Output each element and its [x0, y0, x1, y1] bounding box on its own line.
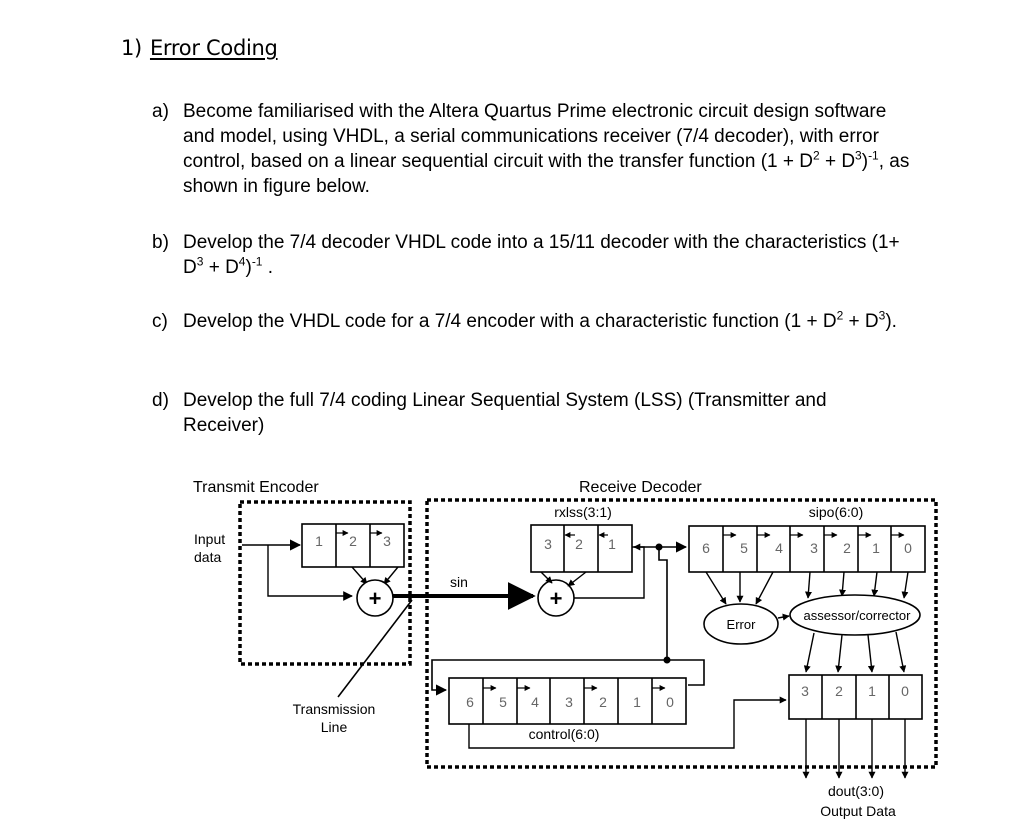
superscript: 3 [855, 148, 862, 163]
encoder-cell: 3 [383, 533, 391, 549]
encoder-register: 1 2 3 [301, 523, 405, 568]
text-run: Develop the 7/4 decoder VHDL code into a… [183, 232, 900, 278]
item-label: a) [152, 101, 169, 122]
sipo-cell: 3 [810, 540, 818, 556]
item-label: d) [152, 390, 169, 411]
item-text: Develop the VHDL code for a 7/4 encoder … [183, 309, 912, 334]
control-cell: 1 [633, 694, 641, 710]
section-heading: 1) Error Coding [121, 36, 278, 60]
receive-decoder-label: Receive Decoder [579, 479, 702, 496]
assessor-corrector-label: assessor/corrector [804, 608, 912, 623]
encoder-cell: 2 [349, 533, 357, 549]
text-run: Develop the VHDL code for a 7/4 encoder … [183, 311, 837, 332]
superscript: 2 [812, 148, 820, 163]
text-run: + D [819, 151, 856, 172]
rxlss-register: 3 2 1 [530, 524, 633, 573]
item-text: Become familiarised with the Altera Quar… [183, 99, 912, 199]
decoder-adder-plus: + [550, 586, 563, 611]
item-text: Develop the 7/4 decoder VHDL code into a… [183, 230, 912, 280]
item-label: b) [152, 232, 169, 253]
assessor-corrector-block [789, 594, 921, 636]
superscript: -1 [251, 254, 263, 269]
dout-cell: 1 [868, 683, 876, 699]
sin-label: sin [450, 574, 468, 590]
encoder-cell: 1 [315, 533, 323, 549]
input-data-label: Input [194, 531, 225, 547]
text-run: ) [861, 151, 869, 172]
dout-cell: 2 [835, 683, 843, 699]
sipo-cell: 5 [740, 540, 748, 556]
error-block [703, 603, 779, 645]
control-cell: 6 [466, 694, 474, 710]
rxlss-cell: 2 [575, 536, 583, 552]
error-label: Error [727, 617, 757, 632]
control-cell: 2 [599, 694, 607, 710]
superscript: 4 [238, 254, 246, 269]
dout-cell: 0 [901, 683, 909, 699]
list-item-b: b) Develop the 7/4 decoder VHDL code int… [152, 230, 912, 280]
sipo-cell: 4 [775, 540, 783, 556]
text-run: ) [245, 257, 252, 278]
sipo-cell: 2 [843, 540, 851, 556]
output-data-label: Output Data [820, 803, 896, 819]
superscript: 3 [196, 254, 204, 269]
text-run: + D [843, 311, 879, 332]
decoder-boundary [425, 498, 938, 769]
control-label: control(6:0) [529, 726, 600, 742]
encoder-boundary [238, 500, 412, 666]
control-cell: 0 [666, 694, 674, 710]
list-item-c: c) Develop the VHDL code for a 7/4 encod… [152, 309, 912, 334]
sipo-cell: 6 [702, 540, 710, 556]
text-run: ). [885, 311, 897, 332]
control-cell: 5 [499, 694, 507, 710]
transmission-line-label: Transmission [293, 701, 376, 717]
transmit-encoder-label: Transmit Encoder [193, 479, 319, 496]
rxlss-cell: 1 [608, 536, 616, 552]
dout-cell: 3 [801, 683, 809, 699]
dout-register: 3 2 1 0 [788, 674, 923, 720]
list-item-d: d) Develop the full 7/4 coding Linear Se… [152, 388, 912, 438]
control-register: 6 5 4 3 2 1 0 [448, 677, 687, 725]
item-text: Develop the full 7/4 coding Linear Seque… [183, 388, 912, 438]
sipo-cell: 0 [904, 540, 912, 556]
text-run: Develop the full 7/4 coding Linear Seque… [183, 390, 827, 436]
sipo-register: 6 5 4 3 2 1 0 [688, 525, 926, 573]
superscript: 2 [836, 308, 844, 323]
input-data-label-2: data [194, 549, 221, 565]
rxlss-cell: 3 [544, 536, 552, 552]
sipo-label: sipo(6:0) [809, 504, 863, 520]
encoder-adder-plus: + [369, 586, 382, 611]
text-run: , as shown in figure below. [183, 151, 910, 197]
dout-label: dout(3:0) [828, 783, 884, 799]
transmission-line-label-2: Line [321, 719, 348, 735]
sipo-cell: 1 [872, 540, 880, 556]
superscript: -1 [868, 148, 879, 163]
text-run: + D [203, 257, 239, 278]
superscript: 3 [878, 308, 886, 323]
section-number: 1) [121, 36, 142, 60]
item-label: c) [152, 311, 168, 332]
rxlss-label: rxlss(3:1) [554, 504, 612, 520]
control-cell: 4 [531, 694, 539, 710]
text-run: Become familiarised with the Altera Quar… [183, 101, 887, 172]
section-title: Error Coding [149, 36, 278, 60]
control-cell: 3 [565, 694, 573, 710]
list-item-a: a) Become familiarised with the Altera Q… [152, 99, 912, 199]
text-run: . [262, 257, 274, 278]
